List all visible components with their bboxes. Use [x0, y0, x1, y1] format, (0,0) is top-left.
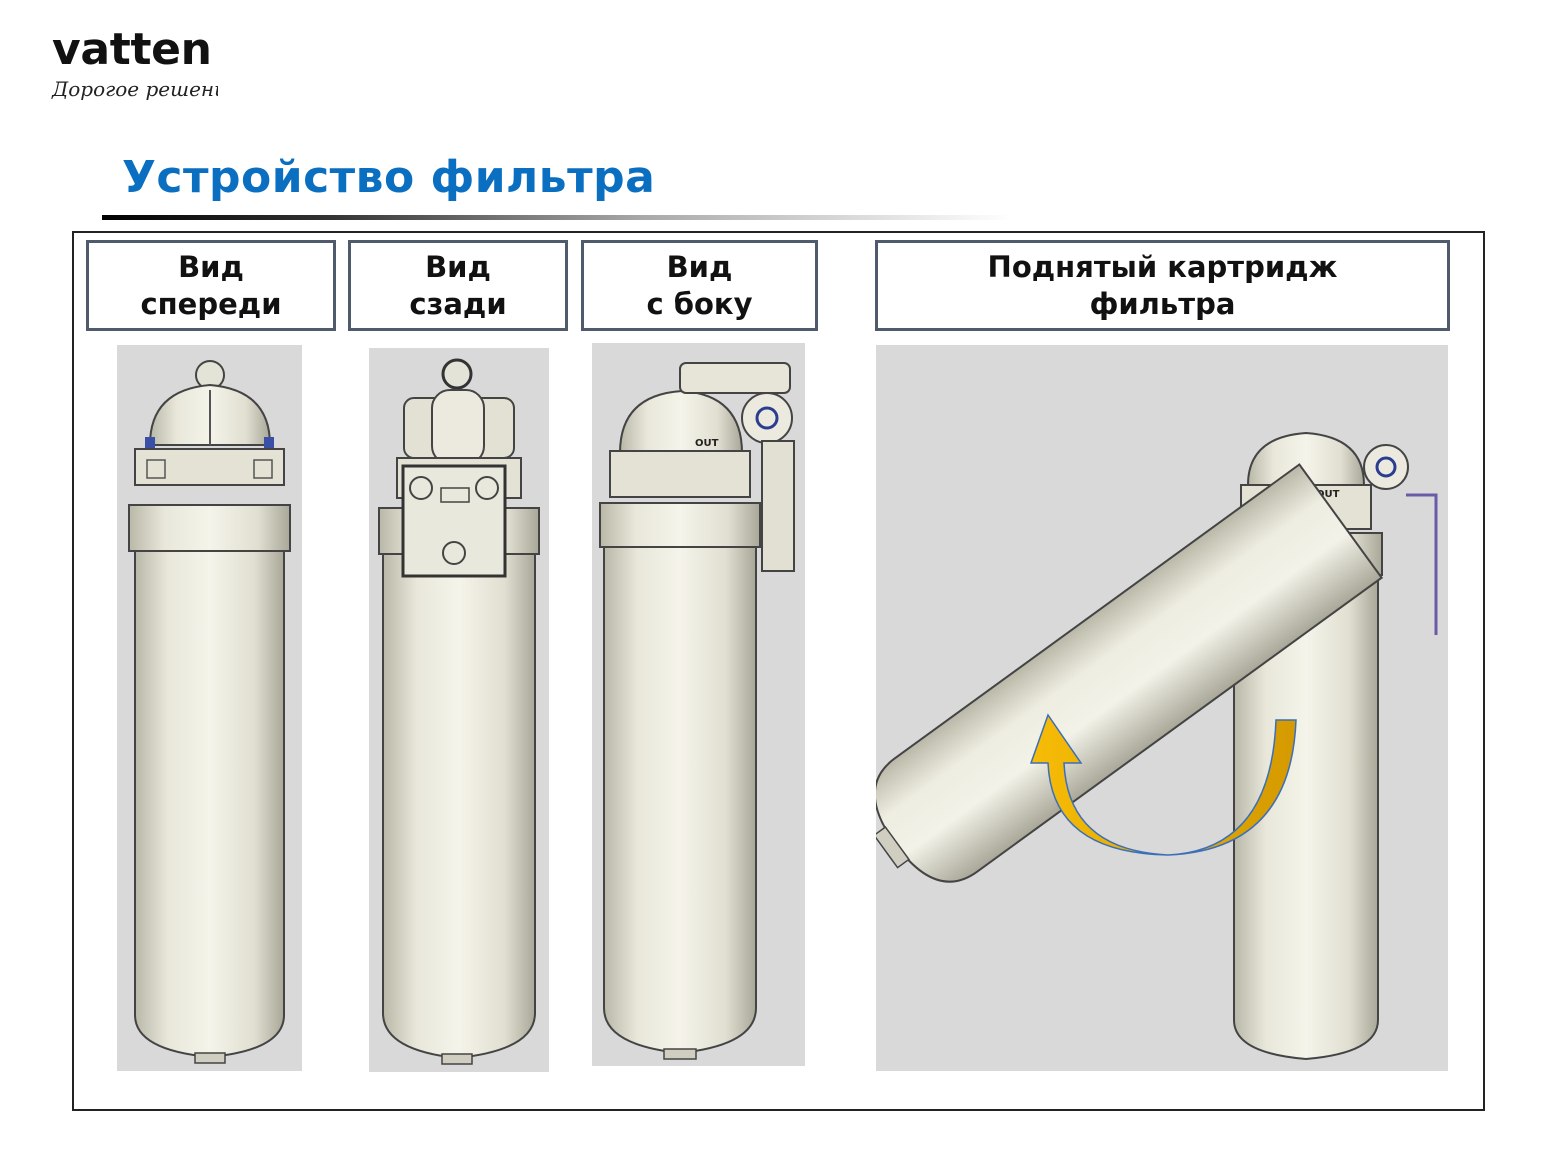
outlet-marking: OUT [1316, 489, 1340, 500]
label-back-view: Вид сзади [348, 240, 568, 331]
back-view-image [369, 348, 549, 1072]
raised-cartridge-image: OUT [876, 345, 1448, 1071]
label-side-view: Вид с боку [581, 240, 818, 331]
svg-text:vatten: vatten [52, 24, 210, 75]
raised-cartridge-drawing: OUT [876, 431, 1438, 1061]
label-line: Поднятый картридж [987, 249, 1338, 284]
side-filter-drawing: OUT [599, 362, 795, 1060]
title-underline [102, 215, 1012, 220]
label-line: сзади [409, 286, 507, 321]
back-filter-drawing [378, 358, 540, 1065]
label-line: Вид [425, 249, 491, 284]
content-frame [72, 231, 1485, 1111]
label-line: Вид [666, 249, 733, 284]
front-filter-drawing [128, 360, 291, 1064]
label-front-view: Вид спереди [86, 240, 336, 331]
rotation-arrow [1029, 713, 1297, 856]
front-view-image [117, 345, 302, 1071]
side-view-image: OUT [592, 343, 805, 1066]
page-title: Устройство фильтра [122, 152, 656, 203]
vatten-logo: vatten Дорогое решение [51, 24, 218, 101]
svg-text:Дорогое решение: Дорогое решение [51, 77, 218, 101]
label-line: Вид [178, 249, 244, 284]
label-line: спереди [140, 286, 282, 321]
label-raised-cartridge: Поднятый картридж фильтра [875, 240, 1450, 331]
label-line: фильтра [1089, 286, 1236, 321]
outlet-marking: OUT [695, 438, 719, 449]
label-line: с боку [646, 286, 753, 321]
